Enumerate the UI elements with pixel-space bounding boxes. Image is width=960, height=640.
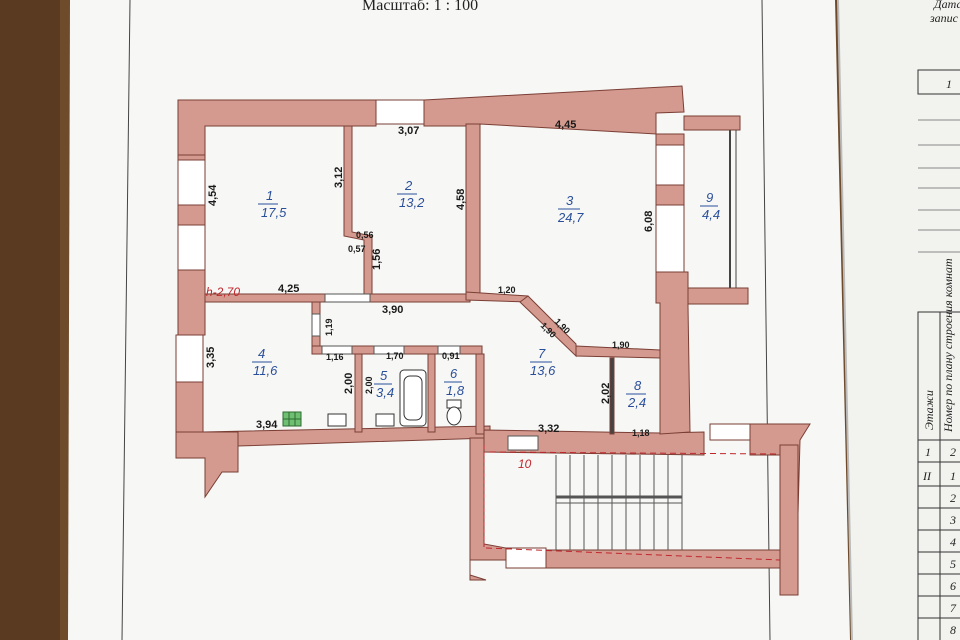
dim-190c: 1,90	[612, 340, 630, 350]
side-r2c1: 2	[950, 491, 956, 505]
dim-170: 1,70	[386, 351, 404, 361]
dim-307: 3,07	[398, 125, 419, 137]
dim-608: 6,08	[643, 211, 655, 232]
dim-200b: 2,00	[364, 376, 374, 394]
dim-156: 1,56	[371, 249, 383, 270]
side-box	[917, 69, 960, 95]
dim-312: 3,12	[333, 167, 345, 188]
room-2-area: 13,2	[399, 195, 425, 210]
side-r1c1: 1	[950, 469, 956, 483]
dim-425: 4,25	[278, 283, 299, 295]
right-sheet	[838, 0, 960, 640]
room-labels: 1 17,5 2 13,2 3 24,7 4 11,6 5 3,4 6 1,8 …	[252, 178, 720, 471]
room-1-area: 17,5	[261, 205, 287, 220]
room-6-number: 6	[450, 366, 458, 381]
table-edge	[0, 0, 60, 640]
room-5-area: 3,4	[376, 385, 394, 400]
room-10-number: 10	[518, 457, 532, 471]
side-r7c1: 7	[950, 601, 957, 615]
scale-label: Масштаб: 1 : 100	[362, 0, 478, 14]
room-8-number: 8	[634, 378, 642, 393]
side-date: Дата	[933, 0, 960, 11]
ceiling-height: h-2,70	[206, 285, 240, 299]
dim-332: 3,32	[538, 423, 559, 435]
sheet-gap	[837, 0, 853, 640]
margin-line-left	[121, 0, 131, 640]
side-r8c1: 8	[950, 623, 956, 637]
dim-120: 1,20	[498, 285, 516, 295]
room-3-number: 3	[566, 193, 574, 208]
dim-119: 1,19	[324, 318, 334, 336]
dim-056: 0,56	[356, 230, 374, 240]
side-r6c1: 6	[950, 579, 956, 593]
room-4-area: 11,6	[253, 363, 278, 378]
dim-390: 3,90	[382, 304, 403, 316]
dim-445: 4,45	[555, 119, 576, 131]
dim-116: 1,16	[326, 352, 344, 362]
room-9-number: 9	[706, 190, 713, 205]
sinks	[327, 413, 395, 427]
room-2-number: 2	[404, 178, 413, 193]
room-1-number: 1	[266, 188, 273, 203]
bathtub	[399, 369, 427, 427]
doors	[311, 293, 539, 451]
toilet	[446, 399, 462, 426]
side-record: запис	[929, 11, 959, 25]
side-table: Этажи Номер по плану строения комнат 1 2…	[917, 258, 960, 640]
side-ruled-lines	[918, 119, 960, 253]
dim-057: 0,57	[348, 244, 366, 254]
room-7-number: 7	[538, 346, 546, 361]
margin-line-right	[761, 0, 771, 640]
side-r3c1: 3	[949, 513, 956, 527]
dim-458: 4,58	[455, 189, 467, 210]
side-r0c1: 2	[950, 445, 956, 459]
dim-091: 0,91	[442, 351, 460, 361]
room-6-area: 1,8	[446, 383, 465, 398]
side-box-number: 1	[946, 77, 952, 91]
dim-335: 3,35	[205, 347, 217, 368]
dim-200a: 2,00	[343, 373, 355, 394]
room-9-area: 4,4	[702, 207, 720, 222]
room-5-number: 5	[380, 368, 388, 383]
side-r1c0: II	[922, 469, 932, 483]
staircase	[483, 445, 781, 561]
side-col-floors: Этажи	[922, 390, 936, 430]
side-r5c1: 5	[950, 557, 956, 571]
room-8-area: 2,4	[627, 395, 646, 410]
room-7-area: 13,6	[530, 363, 556, 378]
room-3-area: 24,7	[557, 210, 584, 225]
side-col-number: Номер по плану строения комнат	[941, 258, 955, 433]
dim-454: 4,54	[207, 184, 219, 206]
side-r0c0: 1	[925, 445, 931, 459]
stove	[282, 411, 302, 427]
side-r4c1: 4	[950, 535, 956, 549]
dim-118: 1,18	[632, 428, 650, 438]
windows	[175, 99, 751, 569]
balcony	[683, 115, 741, 288]
dim-394: 3,94	[256, 419, 278, 431]
room-4-number: 4	[258, 346, 265, 361]
dim-202: 2,02	[600, 383, 612, 404]
